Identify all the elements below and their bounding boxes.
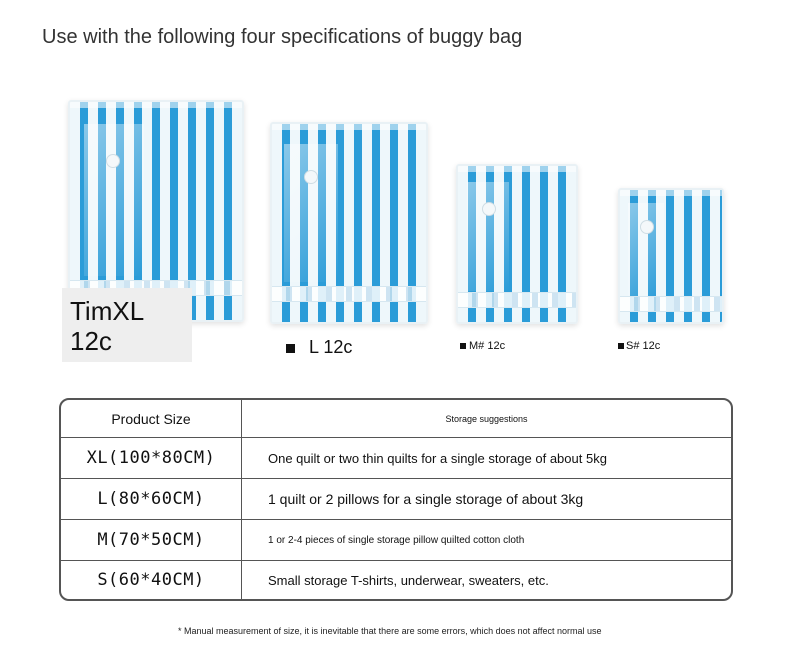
header-storage-suggestions: Storage suggestions [445,413,528,424]
table-row: S(60*40CM) Small storage T-shirts, under… [61,561,731,599]
valve-icon [106,154,120,168]
bag-l-label: L 12c [286,337,352,358]
bag-m-image [456,164,578,324]
page-title: Use with the following four specificatio… [42,26,523,48]
table-row: XL(100*80CM) One quilt or two thin quilt… [61,438,731,478]
bag-xl-label: TimXL 12c [62,288,192,362]
bag-xl-image [68,100,244,322]
size-cell: M(70*50CM) [61,520,242,560]
suggestion-cell: 1 or 2-4 pieces of single storage pillow… [268,534,525,546]
header-product-size: Product Size [61,400,242,437]
table-row: L(80*60CM) 1 quilt or 2 pillows for a si… [61,479,731,519]
bag-s-label-text: S# 12c [626,340,661,352]
square-bullet-icon [286,343,295,353]
suggestion-cell: Small storage T-shirts, underwear, sweat… [268,572,549,588]
square-bullet-icon [618,343,624,350]
table-header-row: Product Size Storage suggestions [61,400,731,437]
valve-icon [640,220,654,234]
bag-m-label-text: M# 12c [469,340,506,352]
table-row: M(70*50CM) 1 or 2-4 pieces of single sto… [61,520,731,560]
valve-icon [304,170,318,184]
bag-m-label: M# 12c [460,340,505,352]
suggestion-cell: 1 quilt or 2 pillows for a single storag… [268,491,584,507]
bag-xl-label-line2: 12c [70,326,112,356]
bag-s-image [618,188,724,324]
bag-l-image [270,122,428,324]
footnote: * Manual measurement of size, it is inev… [178,626,602,636]
size-cell: S(60*40CM) [61,561,242,599]
bag-xl-label-line1: TimXL [70,296,145,326]
size-cell: XL(100*80CM) [61,438,242,478]
bag-s-label: S# 12c [618,340,660,352]
spec-table: Product Size Storage suggestions XL(100*… [59,398,733,601]
size-cell: L(80*60CM) [61,479,242,519]
valve-icon [482,202,496,216]
square-bullet-icon [460,343,466,350]
bag-l-label-text: L 12c [309,337,353,357]
suggestion-cell: One quilt or two thin quilts for a singl… [268,450,607,466]
